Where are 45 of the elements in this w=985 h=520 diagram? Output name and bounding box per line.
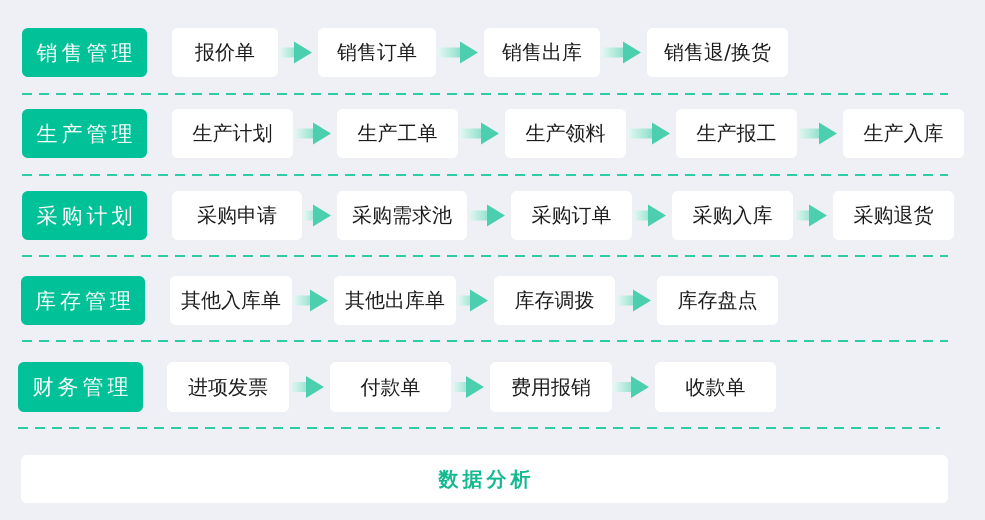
process-box: 销售订单 — [318, 28, 436, 77]
arrow — [628, 122, 670, 144]
process-box: 付款单 — [330, 362, 451, 412]
process-box: 生产计划 — [172, 109, 293, 158]
arrow — [614, 376, 649, 398]
process-box: 采购订单 — [511, 191, 632, 240]
process-box: 采购需求池 — [337, 191, 467, 240]
arrow — [280, 42, 312, 64]
process-box: 其他入库单 — [170, 276, 292, 325]
arrow — [460, 122, 499, 144]
category-box: 采购计划 — [22, 191, 147, 240]
process-box: 销售退/换货 — [647, 28, 788, 77]
process-box: 销售出库 — [484, 28, 600, 77]
process-box: 其他出库单 — [334, 276, 456, 325]
process-box: 库存盘点 — [657, 276, 778, 325]
arrow — [438, 42, 478, 64]
arrow — [295, 122, 331, 144]
process-box: 采购申请 — [172, 191, 302, 240]
arrow — [795, 204, 827, 226]
arrow — [617, 290, 651, 312]
category-box: 销售管理 — [22, 28, 147, 77]
arrow — [453, 376, 484, 398]
process-box: 收款单 — [655, 362, 776, 412]
category-box: 库存管理 — [21, 276, 145, 325]
arrow — [602, 42, 641, 64]
process-box: 采购退货 — [833, 191, 954, 240]
process-box: 生产工单 — [337, 109, 458, 158]
process-box: 费用报销 — [490, 362, 612, 412]
process-box: 采购入库 — [672, 191, 793, 240]
process-box: 生产报工 — [676, 109, 797, 158]
category-box: 生产管理 — [22, 109, 147, 158]
arrow — [458, 290, 488, 312]
arrow — [799, 122, 837, 144]
process-box: 库存调拨 — [494, 276, 615, 325]
arrow — [634, 204, 666, 226]
summary-bar: 数据分析 — [21, 455, 948, 503]
process-box: 报价单 — [172, 28, 278, 77]
category-box: 财务管理 — [18, 362, 143, 412]
arrow — [291, 376, 324, 398]
process-box: 生产入库 — [843, 109, 964, 158]
process-box: 生产领料 — [505, 109, 626, 158]
arrow — [469, 204, 505, 226]
process-box: 进项发票 — [167, 362, 289, 412]
arrow — [294, 290, 328, 312]
arrow — [304, 204, 331, 226]
